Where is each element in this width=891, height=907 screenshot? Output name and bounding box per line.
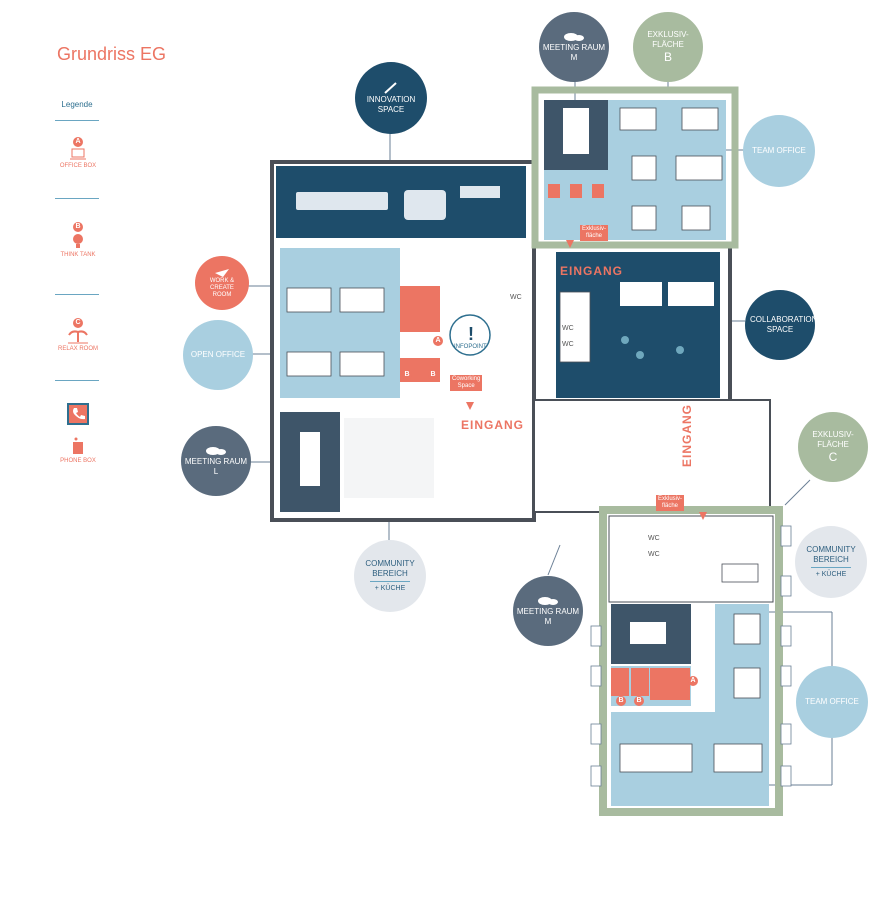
bubble-label: MEETING RAUM xyxy=(516,607,580,616)
exklusiv-b-zone xyxy=(531,86,739,249)
meeting-room-l-bubble: MEETING RAUM L xyxy=(181,426,251,496)
legend-item-relax-room: C RELAX ROOM xyxy=(50,318,106,352)
exklusiv-c-zone xyxy=(599,506,783,816)
legend-label: THINK TANK xyxy=(60,252,96,258)
open-office-bubble: OPEN OFFICE xyxy=(183,320,253,390)
innovation-space-bubble: INNOVATION SPACE xyxy=(355,62,427,134)
bubble-label: M xyxy=(570,53,578,62)
chat-bubbles-icon xyxy=(206,447,226,455)
bubble-label: B xyxy=(663,50,672,64)
legend-item-think-tank: B THINK TANK xyxy=(50,222,106,258)
tag-line: Exklusiv- xyxy=(582,226,607,232)
bubble-label: FLÄCHE xyxy=(817,440,849,449)
bubble-label: M xyxy=(544,617,552,626)
bubble-label: + KÜCHE xyxy=(815,570,847,578)
legend-badge: A xyxy=(73,137,83,147)
think-tank-badge: B xyxy=(428,370,438,380)
office-box-badge: A xyxy=(688,676,698,686)
entrance-label-middle: EINGANG xyxy=(461,418,525,432)
pencil-icon xyxy=(384,82,397,94)
legend-divider xyxy=(55,294,99,295)
exklusiv-tag-bottom: Exklusiv- fläche xyxy=(656,495,685,511)
think-tank-badge: B xyxy=(616,696,626,706)
chat-bubbles-icon xyxy=(538,597,558,605)
team-office-top-bubble: TEAM OFFICE xyxy=(743,115,815,187)
wc-label: WC xyxy=(648,551,660,558)
bubble-label: C xyxy=(828,450,838,464)
legend-badge: B xyxy=(73,222,83,232)
bubble-label: EXKLUSIV- xyxy=(647,30,689,39)
legend-badge: C xyxy=(73,318,83,328)
wc-label: WC xyxy=(562,325,574,332)
bubble-label: + KÜCHE xyxy=(374,584,406,592)
collaboration-space-bubble: COLLABORATION SPACE xyxy=(745,290,818,360)
exklusiv-b-bubble: EXKLUSIV- FLÄCHE B xyxy=(633,12,703,82)
exklusiv-tag-top: Exklusiv- fläche xyxy=(580,225,609,241)
paper-plane-icon xyxy=(215,268,229,277)
tag-line: fläche xyxy=(586,233,603,239)
phone-icon xyxy=(73,408,85,420)
wc-label: WC xyxy=(562,341,574,348)
page-title: Grundriss EG xyxy=(57,44,167,64)
bubble-label: COMMUNITY xyxy=(365,558,415,568)
office-box-icon xyxy=(70,148,86,160)
bubble-label: COMMUNITY xyxy=(806,544,856,554)
wc-label: WC xyxy=(510,294,522,301)
work-create-bubble: WORK & CREATE ROOM xyxy=(195,256,249,310)
legend-label: OFFICE BOX xyxy=(59,163,97,169)
bubble-divider xyxy=(370,580,410,582)
tag-line: Exklusiv- xyxy=(658,496,683,502)
legend-heading: Legende xyxy=(61,100,93,109)
palm-tree-icon xyxy=(68,330,88,344)
legend-divider xyxy=(55,198,99,199)
community-left-bubble: COMMUNITY BEREICH + KÜCHE xyxy=(354,540,426,612)
bubble-label: MEETING RAUM xyxy=(184,457,248,466)
phone-box-icon xyxy=(73,437,83,454)
bubble-label: TEAM OFFICE xyxy=(752,146,806,155)
wc-label: WC xyxy=(648,535,660,542)
tag-line: fläche xyxy=(662,503,679,509)
svg-text:!: ! xyxy=(468,324,474,344)
bubble-label: TEAM OFFICE xyxy=(805,697,859,706)
office-box-badge: A xyxy=(433,336,443,346)
bubble-label: L xyxy=(213,467,219,476)
community-right-bubble: COMMUNITY BEREICH + KÜCHE xyxy=(795,526,867,598)
coworking-tag: Coworking Space xyxy=(450,375,483,391)
bubble-label: OPEN OFFICE xyxy=(190,350,246,359)
bubble-label: MEETING RAUM xyxy=(542,43,606,52)
legend-label: PHONE BOX xyxy=(60,458,96,464)
legend-item-phone-box: PHONE BOX xyxy=(50,436,106,464)
entrance-label-right: EINGANG xyxy=(680,403,694,467)
bubble-label: COLLABORATION SPACE xyxy=(750,315,818,334)
tag-line: Coworking xyxy=(452,376,481,382)
exklusiv-c-bubble: EXKLUSIV- FLÄCHE C xyxy=(798,412,868,482)
tag-line: Space xyxy=(457,383,475,389)
entrance-label-top: EINGANG xyxy=(560,264,624,278)
think-tank-badge: B xyxy=(402,370,412,380)
bubble-label: BEREICH xyxy=(813,554,849,564)
bubble-label: BEREICH xyxy=(372,568,408,578)
bubble-divider xyxy=(811,566,851,568)
chat-bubbles-icon xyxy=(564,33,584,41)
legend-divider xyxy=(55,380,99,381)
legend-item-office-box: A OFFICE BOX xyxy=(50,137,106,169)
think-tank-badge: B xyxy=(634,696,644,706)
lightbulb-icon xyxy=(73,234,83,248)
meeting-room-m-top-bubble: MEETING RAUM M xyxy=(539,12,609,82)
infopoint-label: INFOPOINT xyxy=(454,344,487,350)
legend-divider xyxy=(55,120,99,121)
bubble-label: WORK & CREATE ROOM xyxy=(209,277,235,298)
infopoint-marker xyxy=(449,314,491,356)
team-office-bottom-bubble: TEAM OFFICE xyxy=(796,666,868,738)
phone-box-swatch xyxy=(67,403,89,425)
legend-label: RELAX ROOM xyxy=(57,346,98,352)
bubble-label: INNOVATION SPACE xyxy=(366,95,416,114)
bubble-label: FLÄCHE xyxy=(652,40,684,49)
work-create-room-area xyxy=(400,286,440,332)
meeting-room-m-bottom-bubble: MEETING RAUM M xyxy=(513,576,583,646)
bubble-label: EXKLUSIV- xyxy=(812,430,854,439)
